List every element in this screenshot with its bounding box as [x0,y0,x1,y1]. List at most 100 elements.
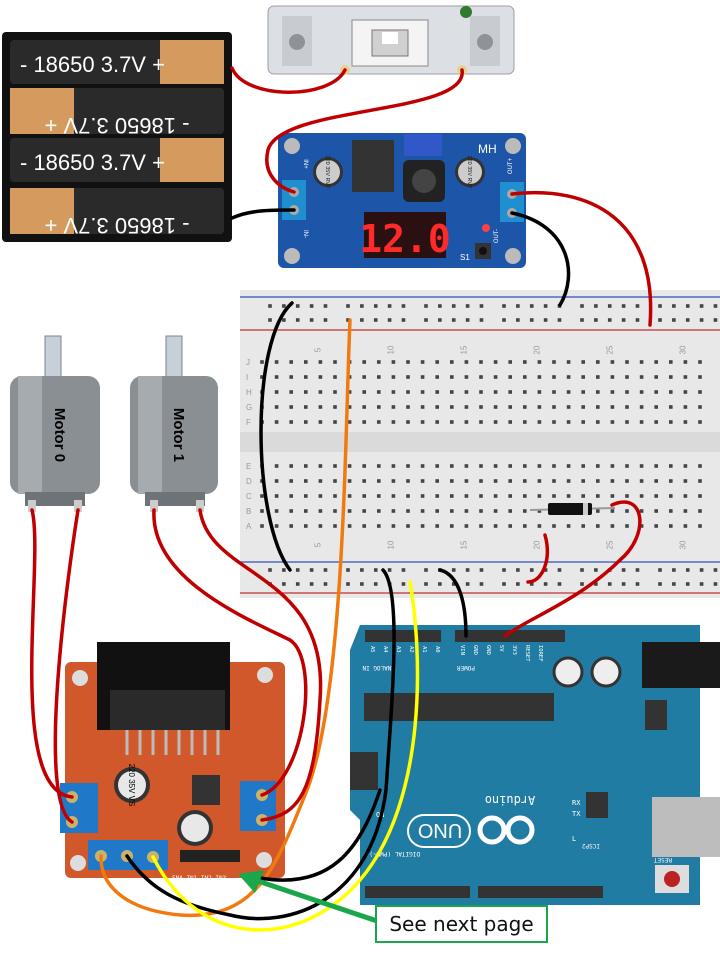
breadboard-hole[interactable] [424,582,428,586]
breadboard-hole[interactable] [346,582,350,586]
breadboard-hole[interactable] [516,304,520,308]
breadboard-hole[interactable] [387,318,392,322]
breadboard-hole[interactable] [309,318,314,322]
breadboard-hole[interactable] [323,582,328,586]
breadboard-hole[interactable] [581,420,585,424]
breadboard-hole[interactable] [304,375,308,379]
breadboard-hole[interactable] [537,360,542,364]
breadboard-hole[interactable] [537,390,542,394]
breadboard-hole[interactable] [362,479,366,483]
breadboard-hole[interactable] [683,405,688,409]
breadboard-hole[interactable] [698,390,702,394]
breadboard-hole[interactable] [508,390,512,394]
breadboard-hole[interactable] [479,304,484,308]
breadboard-hole[interactable] [424,568,428,572]
breadboard-hole[interactable] [635,318,640,322]
breadboard-hole[interactable] [699,304,704,308]
breadboard-hole[interactable] [391,464,396,468]
breadboard-hole[interactable] [669,479,673,483]
breadboard-hole[interactable] [479,390,483,394]
breadboard-hole[interactable] [362,405,366,409]
breadboard-hole[interactable] [529,304,534,308]
breadboard-hole[interactable] [347,464,352,468]
breadboard-hole[interactable] [537,464,542,468]
breadboard-hole[interactable] [610,479,615,483]
breadboard-hole[interactable] [580,582,584,586]
breadboard-hole[interactable] [654,390,658,394]
breadboard-hole[interactable] [362,420,366,424]
breadboard-hole[interactable] [406,479,410,483]
breadboard-hole[interactable] [654,405,658,409]
breadboard-hole[interactable] [654,464,658,468]
breadboard-hole[interactable] [373,582,378,586]
breadboard-hole[interactable] [508,405,512,409]
breadboard-hole[interactable] [557,318,562,322]
breadboard-hole[interactable] [610,360,615,364]
breadboard-hole[interactable] [450,360,454,364]
breadboard-hole[interactable] [451,318,456,322]
breadboard-hole[interactable] [625,524,629,528]
breadboard-hole[interactable] [464,494,469,498]
breadboard-hole[interactable] [274,494,279,498]
breadboard-hole[interactable] [464,375,469,379]
breadboard-hole[interactable] [464,420,469,424]
breadboard-hole[interactable] [508,479,512,483]
breadboard-hole[interactable] [699,568,704,572]
breadboard-hole[interactable] [391,479,396,483]
breadboard-hole[interactable] [289,375,293,379]
breadboard-hole[interactable] [406,494,410,498]
breadboard-hole[interactable] [282,582,286,586]
breadboard-hole[interactable] [362,464,366,468]
breadboard-hole[interactable] [289,420,293,424]
breadboard-hole[interactable] [347,509,352,513]
breadboard-hole[interactable] [420,375,425,379]
breadboard-hole[interactable] [508,420,512,424]
breadboard-hole[interactable] [295,568,300,572]
breadboard-hole[interactable] [523,390,527,394]
breadboard-hole[interactable] [377,494,381,498]
breadboard-hole[interactable] [274,390,279,394]
breadboard-hole[interactable] [537,405,542,409]
breadboard-hole[interactable] [464,405,469,409]
breadboard-hole[interactable] [260,509,264,513]
breadboard-hole[interactable] [685,318,690,322]
breadboard-hole[interactable] [464,390,469,394]
breadboard-hole[interactable] [274,360,279,364]
breadboard-hole[interactable] [435,405,439,409]
breadboard-hole[interactable] [282,318,286,322]
breadboard-hole[interactable] [669,375,673,379]
breadboard-hole[interactable] [621,582,626,586]
breadboard-hole[interactable] [596,464,600,468]
breadboard-hole[interactable] [610,405,615,409]
breadboard-hole[interactable] [347,479,352,483]
breadboard-hole[interactable] [362,375,366,379]
breadboard-hole[interactable] [391,375,396,379]
breadboard-hole[interactable] [318,464,323,468]
breadboard-hole[interactable] [289,479,293,483]
breadboard-hole[interactable] [552,405,556,409]
breadboard-hole[interactable] [596,479,600,483]
breadboard-hole[interactable] [450,420,454,424]
breadboard-hole[interactable] [377,405,381,409]
breadboard-hole[interactable] [465,318,470,322]
breadboard-hole[interactable] [566,479,571,483]
breadboard-hole[interactable] [420,360,425,364]
breadboard-hole[interactable] [607,304,612,308]
breadboard-hole[interactable] [654,420,658,424]
breadboard-hole[interactable] [516,318,520,322]
breadboard-hole[interactable] [401,582,406,586]
breadboard-hole[interactable] [639,479,644,483]
breadboard-hole[interactable] [654,524,658,528]
breadboard-hole[interactable] [566,405,571,409]
breadboard-hole[interactable] [318,524,323,528]
breadboard-hole[interactable] [289,494,293,498]
breadboard-hole[interactable] [420,464,425,468]
breadboard-hole[interactable] [282,304,286,308]
breadboard-hole[interactable] [282,568,286,572]
breadboard-hole[interactable] [464,509,469,513]
breadboard-hole[interactable] [672,582,676,586]
breadboard-hole[interactable] [323,304,328,308]
breadboard-hole[interactable] [450,479,454,483]
breadboard-hole[interactable] [699,582,704,586]
breadboard-hole[interactable] [479,464,483,468]
